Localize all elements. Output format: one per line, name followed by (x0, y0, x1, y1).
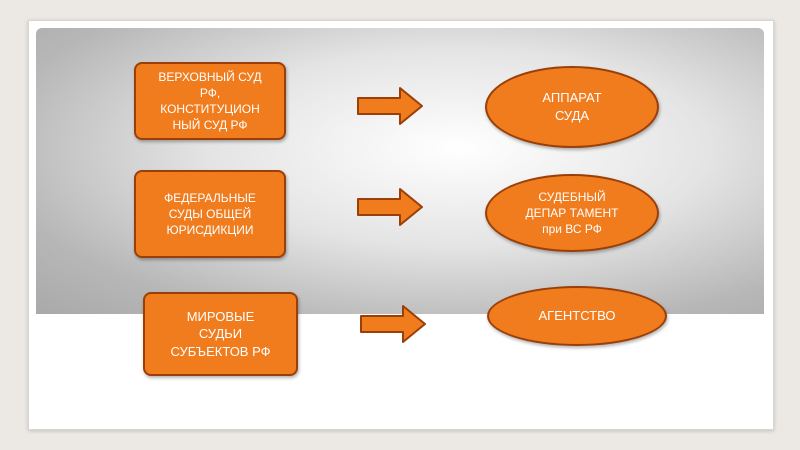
node-court-apparatus: АППАРАТ СУДА (485, 66, 659, 148)
right-arrow-icon (357, 188, 423, 226)
node-agency: АГЕНТСТВО (487, 286, 667, 346)
node-judicial-department: СУДЕБНЫЙ ДЕПАР ТАМЕНТ при ВС РФ (485, 174, 659, 252)
right-arrow-icon (357, 87, 423, 125)
node-federal-courts: ФЕДЕРАЛЬНЫЕ СУДЫ ОБЩЕЙ ЮРИСДИКЦИИ (134, 170, 286, 258)
node-justices-of-peace: МИРОВЫЕ СУДЬИ СУБЪЕКТОВ РФ (143, 292, 298, 376)
node-supreme-constitutional-court: ВЕРХОВНЫЙ СУД РФ, КОНСТИТУЦИОН НЫЙ СУД Р… (134, 62, 286, 140)
right-arrow-icon (360, 305, 426, 343)
